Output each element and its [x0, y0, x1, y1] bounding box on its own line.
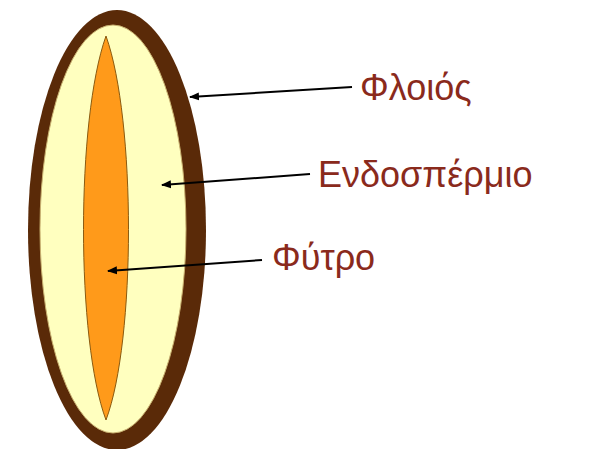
germ-shape: [84, 36, 129, 420]
part-label: Ενδοσπέρμιο: [318, 157, 532, 193]
part-label: Φύτρο: [272, 240, 375, 276]
leader-line: [190, 87, 352, 97]
husk-shape: [28, 10, 206, 449]
part-label: Φλοιός: [360, 70, 472, 106]
endosperm-shape: [40, 25, 186, 433]
leader-line: [162, 174, 310, 185]
leader-line: [108, 260, 262, 271]
